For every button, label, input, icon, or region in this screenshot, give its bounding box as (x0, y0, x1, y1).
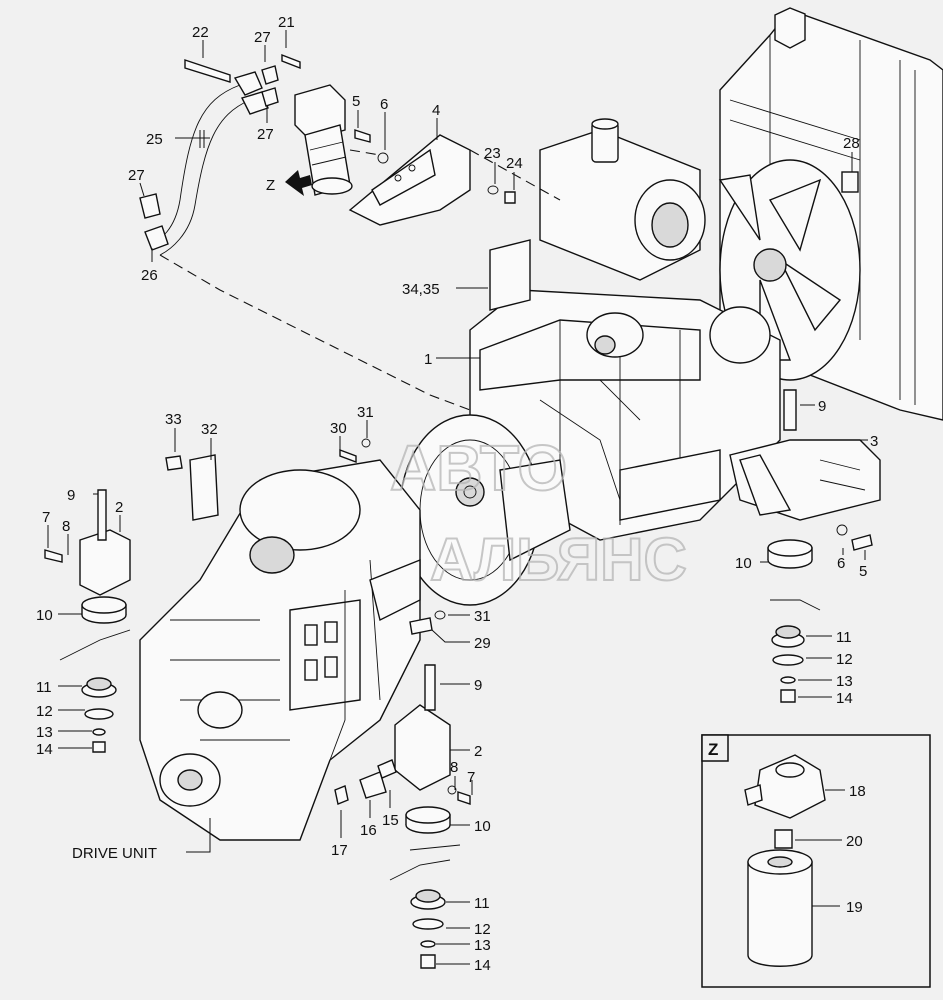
callout-14: 14 (36, 741, 53, 758)
callout-7: 7 (42, 509, 50, 526)
fasteners (165, 129, 873, 805)
callout-2: 2 (115, 499, 123, 516)
right-mounting-bracket (729, 389, 881, 569)
adapter-plate (348, 134, 471, 226)
drive-unit-label: DRIVE UNIT (72, 845, 157, 862)
callout-30: 30 (330, 420, 347, 437)
callout-18: 18 (849, 783, 866, 800)
callout-26: 26 (141, 267, 158, 284)
callout-13: 13 (836, 673, 853, 690)
callout-labels: 22 21 27 27 27 25 26 5 6 4 23 24 28 34,3… (36, 14, 878, 974)
callout-11: 11 (836, 629, 852, 646)
callout-23: 23 (484, 145, 501, 162)
callout-15: 15 (382, 812, 399, 829)
oil-filter-19 (747, 849, 813, 967)
callout-16: 16 (360, 822, 377, 839)
callout-8: 8 (62, 518, 70, 535)
oil-filter-assembly (139, 53, 353, 256)
callout-11: 11 (36, 679, 52, 696)
callout-7: 7 (467, 769, 475, 786)
callout-10: 10 (36, 607, 53, 624)
watermark-line-2: АЛЬЯНС (430, 526, 687, 593)
view-z-arrow-label: Z (266, 177, 275, 194)
callout-25: 25 (146, 131, 163, 148)
callout-9: 9 (67, 487, 75, 504)
callout-1: 1 (424, 351, 432, 368)
callout-8: 8 (450, 759, 458, 776)
leader-lines (47, 30, 868, 965)
drive-unit (139, 459, 421, 841)
lower-mounting-bracket (334, 664, 461, 969)
callout-27: 27 (254, 29, 271, 46)
callout-31: 31 (474, 608, 491, 625)
callout-14: 14 (474, 957, 491, 974)
callout-24: 24 (506, 155, 523, 172)
callout-12: 12 (36, 703, 53, 720)
callout-31: 31 (357, 404, 374, 421)
view-z-arrow: Z (266, 170, 312, 196)
pipe-route (159, 149, 561, 411)
callout-29: 29 (474, 635, 491, 652)
callout-20: 20 (846, 833, 863, 850)
callout-13: 13 (36, 724, 53, 741)
detail-view-tag: Z (708, 740, 718, 759)
watermark-line-1: АВТО (390, 432, 567, 504)
callout-32: 32 (201, 421, 218, 438)
callout-11: 11 (474, 895, 490, 912)
callout-12: 12 (474, 921, 491, 938)
filter-head-18 (744, 754, 826, 819)
callout-19: 19 (846, 899, 863, 916)
left-mounting-bracket (44, 489, 131, 753)
callout-33: 33 (165, 411, 182, 428)
callout-6: 6 (380, 96, 388, 113)
callout-5: 5 (352, 93, 360, 110)
callout-22: 22 (192, 24, 209, 41)
detail-view-z: Z (701, 734, 931, 988)
callout-4: 4 (432, 102, 440, 119)
nipple-20 (774, 829, 793, 849)
callout-12: 12 (836, 651, 853, 668)
callout-28: 28 (843, 135, 860, 152)
callout-3: 3 (870, 433, 878, 450)
callout-17: 17 (331, 842, 348, 859)
callout-27: 27 (128, 167, 145, 184)
callout-27: 27 (257, 126, 274, 143)
callout-9: 9 (818, 398, 826, 415)
label-plate-28 (841, 171, 859, 193)
callout-9: 9 (474, 677, 482, 694)
air-cleaner (539, 118, 706, 281)
callout-10: 10 (735, 555, 752, 572)
callout-21: 21 (278, 14, 295, 31)
callout-6: 6 (837, 555, 845, 572)
callout-34-35: 34,35 (402, 281, 440, 298)
callout-13: 13 (474, 937, 491, 954)
callout-5: 5 (859, 563, 867, 580)
callout-14: 14 (836, 690, 853, 707)
right-isolator-stack (770, 599, 821, 703)
callout-2: 2 (474, 743, 482, 760)
callout-10: 10 (474, 818, 491, 835)
watermark: АВТО АЛЬЯНС (389, 431, 688, 594)
